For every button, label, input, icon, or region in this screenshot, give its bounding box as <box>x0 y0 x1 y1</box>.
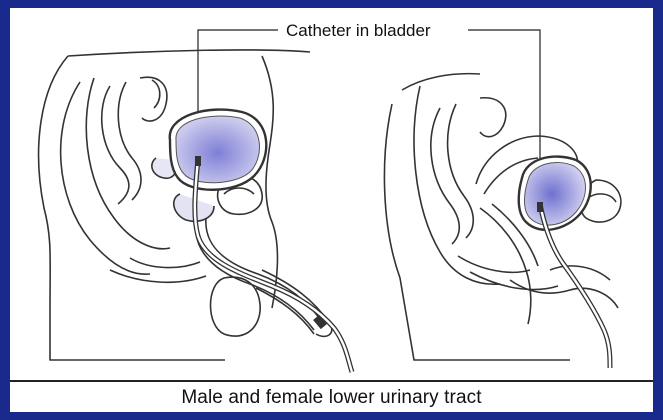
figure-caption: Male and female lower urinary tract <box>181 387 481 409</box>
callout-label: Catheter in bladder <box>286 21 431 40</box>
female-bladder <box>519 157 591 230</box>
male-anatomy <box>39 50 332 360</box>
male-bladder <box>170 110 267 190</box>
female-catheter <box>537 202 610 368</box>
caption-bar: Male and female lower urinary tract <box>10 380 653 414</box>
illustration-frame: Catheter in bladder <box>10 8 653 412</box>
female-anatomy <box>384 74 620 360</box>
urinary-tract-diagram: Catheter in bladder <box>10 8 653 380</box>
